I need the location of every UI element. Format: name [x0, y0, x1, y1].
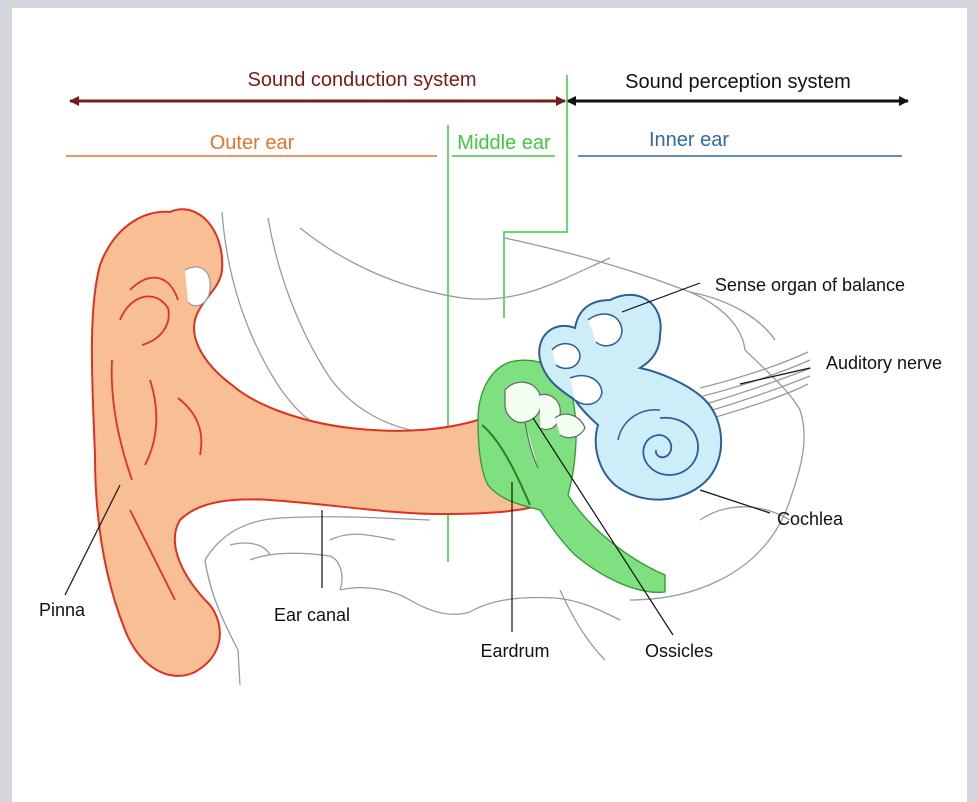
- auditory-nerve: [700, 352, 811, 420]
- auditory-nerve-label: Auditory nerve: [826, 353, 942, 373]
- tragus-outline: [185, 267, 210, 306]
- inner-ear-label: Inner ear: [649, 129, 729, 151]
- eardrum-label: Eardrum: [480, 641, 549, 661]
- middle-ear-label: Middle ear: [457, 132, 551, 154]
- ear-canal-label: Ear canal: [274, 605, 350, 625]
- perception-system-label: Sound perception system: [625, 71, 851, 93]
- cochlea-label: Cochlea: [777, 509, 844, 529]
- conduction-system-label: Sound conduction system: [247, 69, 476, 91]
- balance-organ-label: Sense organ of balance: [715, 275, 905, 295]
- outer-ear-label: Outer ear: [210, 132, 295, 154]
- pinna-label: Pinna: [39, 600, 86, 620]
- ossicles-label: Ossicles: [645, 641, 713, 661]
